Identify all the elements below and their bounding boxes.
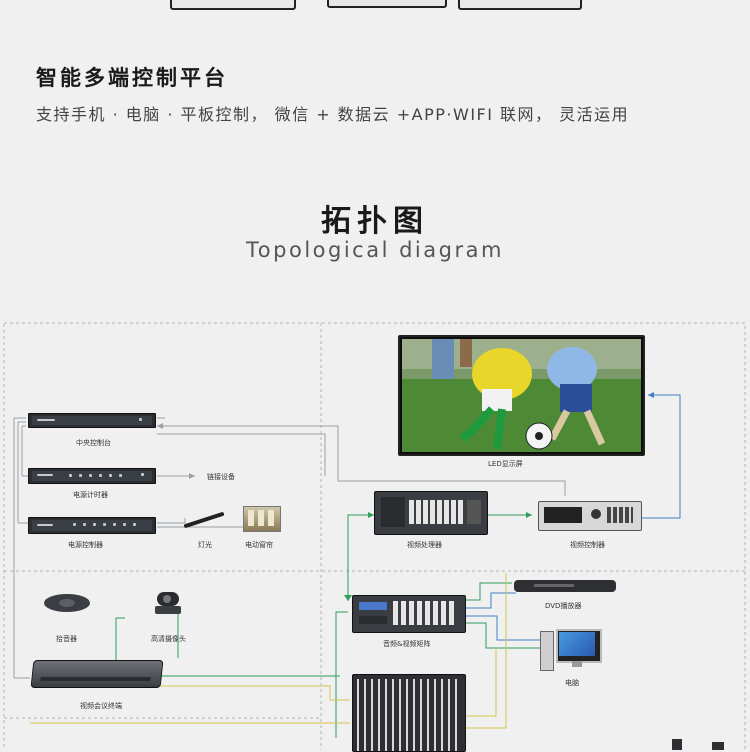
led-screen — [398, 335, 645, 456]
gray-control-lines — [13, 417, 566, 679]
computer-label: 电脑 — [565, 679, 579, 687]
dashed-frames — [3, 322, 746, 750]
dvd-player-device — [514, 580, 616, 592]
power-timer-device — [28, 468, 156, 484]
led-screen-image — [402, 339, 641, 452]
computer-icon — [540, 629, 602, 673]
top-device-left — [170, 0, 296, 10]
arrowheads-green — [344, 512, 532, 601]
power-timer-label: 电源计时器 — [73, 491, 108, 499]
green-video-lines — [115, 514, 540, 738]
dvd-player-label: DVD播放器 — [545, 602, 582, 610]
central-control-label: 中央控制台 — [76, 439, 111, 447]
video-controller-device — [538, 501, 642, 531]
arrowheads-blue — [648, 392, 654, 398]
video-controller-label: 视频控制器 — [570, 541, 605, 549]
video-processor-device — [374, 491, 488, 535]
hd-camera-icon — [153, 592, 183, 616]
yellow-lines — [30, 573, 507, 729]
section-title-cn: 拓扑图 — [321, 204, 429, 239]
top-device-center — [327, 0, 447, 8]
curtain-label: 电动窗帘 — [245, 541, 273, 549]
topology-wiring — [3, 322, 746, 750]
audio-mixer-device — [352, 674, 466, 752]
video-conference-terminal-label: 视频会议终端 — [80, 702, 122, 710]
top-device-right — [458, 0, 582, 10]
speaker-left-icon — [672, 739, 682, 750]
pickup-label: 拾音器 — [56, 635, 77, 643]
central-control-device — [28, 413, 156, 428]
light-label: 灯光 — [198, 541, 212, 549]
speaker-right-icon — [712, 742, 724, 750]
video-processor-label: 视频处理器 — [407, 541, 442, 549]
av-matrix-device — [352, 595, 466, 633]
power-controller-label: 电源控制器 — [68, 541, 103, 549]
arrowheads-gray — [157, 423, 195, 479]
video-conference-terminal-device — [30, 660, 164, 688]
feature-subline: 支持手机 · 电脑 · 平板控制， 微信 + 数据云 +APP·WIFI 联网，… — [36, 105, 630, 124]
blue-lines — [465, 394, 681, 641]
led-screen-label: LED显示屏 — [488, 460, 523, 468]
pickup-microphone-icon — [44, 594, 90, 612]
linked-device-label: 链接设备 — [207, 473, 235, 481]
power-controller-device — [28, 517, 156, 534]
section-title-en: Topological diagram — [246, 238, 504, 262]
topology-diagram: LED显示屏 中央控制台 电源计时器 链接设备 电源控制器 灯光 — [0, 318, 750, 752]
av-matrix-label: 音频&视频矩阵 — [383, 640, 431, 648]
curtain-thumbnail — [243, 506, 281, 532]
hd-camera-label: 高清摄像头 — [151, 635, 186, 643]
feature-headline: 智能多端控制平台 — [36, 66, 228, 90]
